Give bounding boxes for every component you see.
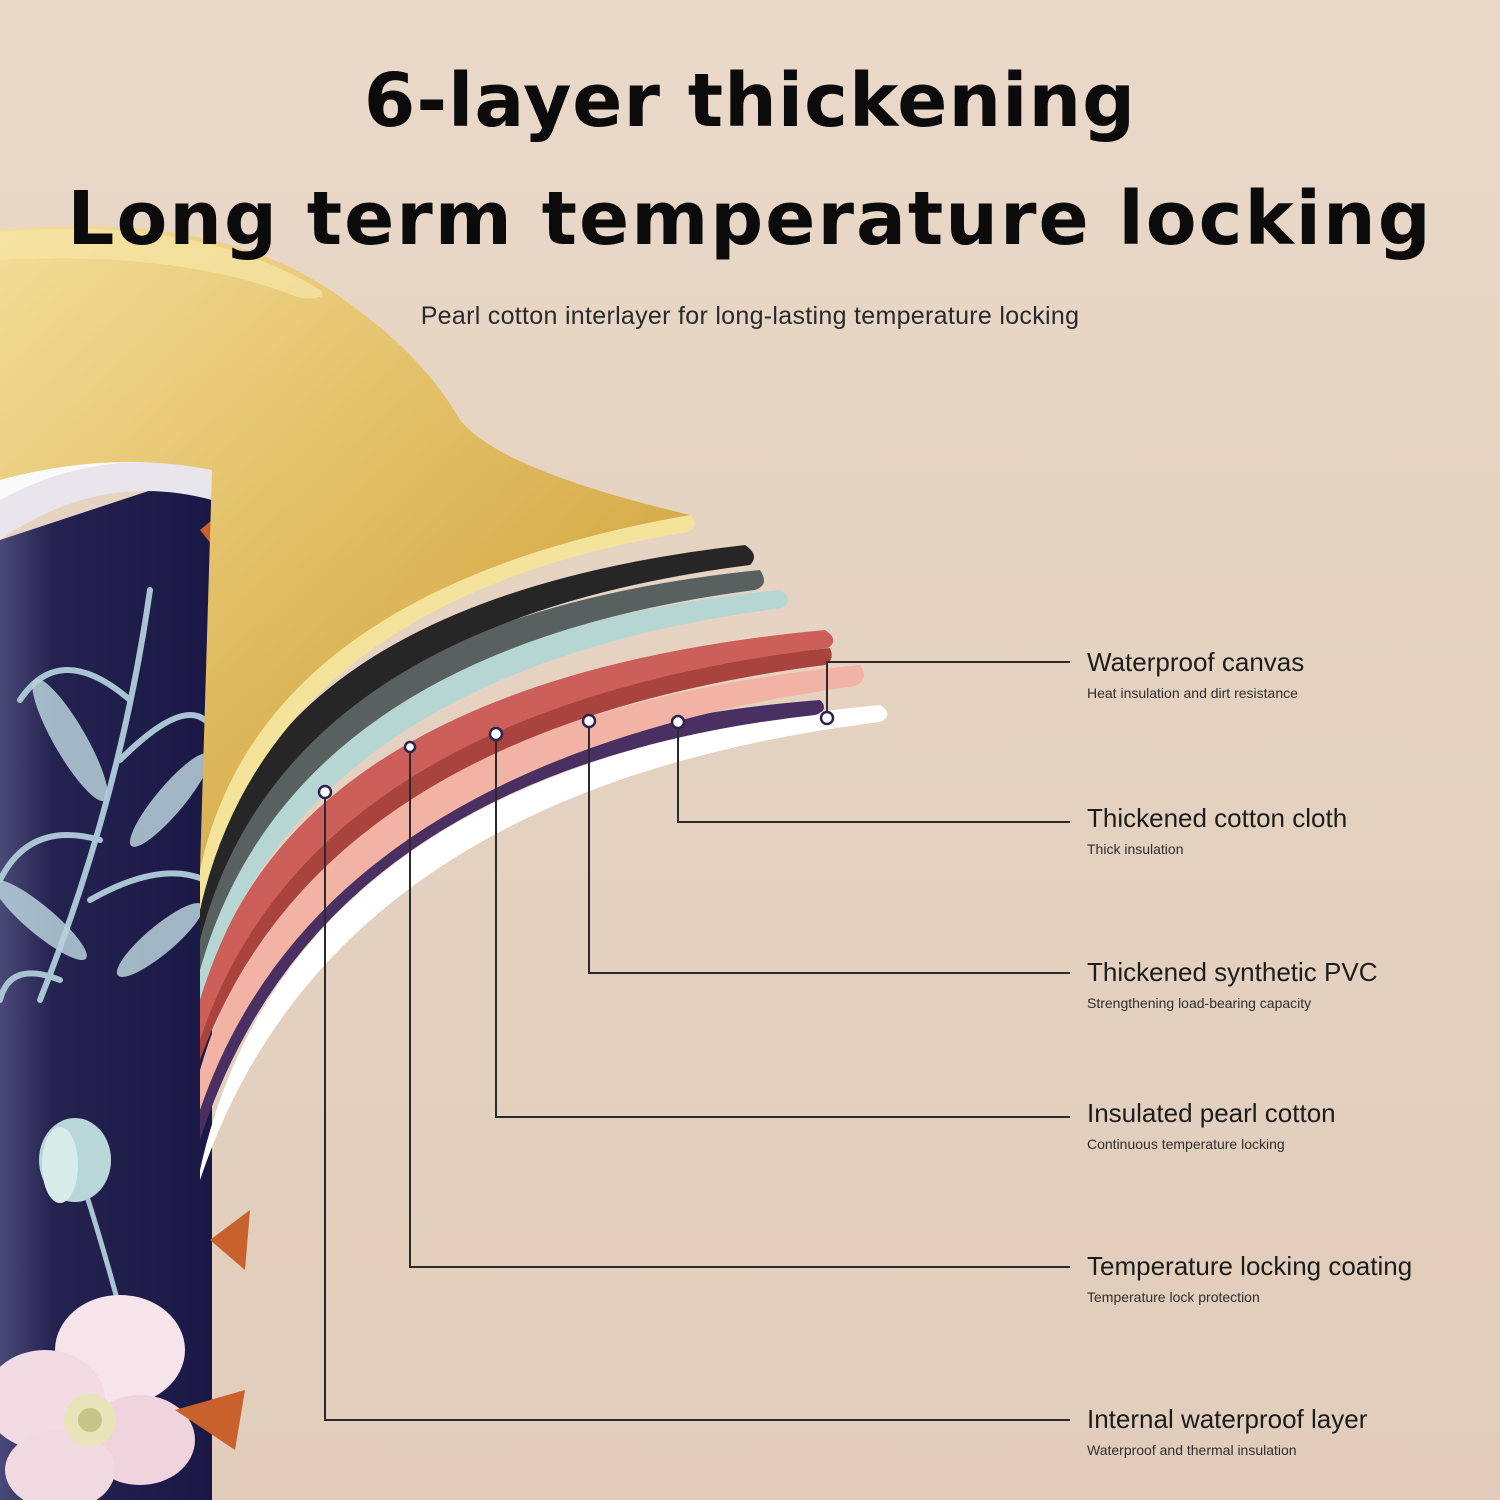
layer-cream — [200, 515, 695, 910]
layer-red — [200, 630, 834, 1040]
marker-6 — [317, 784, 333, 800]
autumn-leaf-print — [175, 520, 250, 1450]
layer-description: Heat insulation and dirt resistance — [1087, 685, 1298, 701]
layer-black — [200, 545, 754, 940]
leader-line-1 — [826, 661, 1070, 718]
layer-description: Continuous temperature locking — [1087, 1136, 1285, 1152]
layer-description: Thick insulation — [1087, 841, 1184, 857]
layer-name: Insulated pearl cotton — [1087, 1098, 1336, 1128]
layer-description: Waterproof and thermal insulation — [1087, 1442, 1297, 1458]
layer-name: Waterproof canvas — [1087, 647, 1305, 677]
layer-mint — [200, 590, 789, 1000]
leader-line-5 — [409, 747, 1070, 1268]
title-line-1: 6-layer thickening — [363, 58, 1137, 144]
layer-description: Temperature lock protection — [1087, 1289, 1260, 1305]
callout-waterproof-canvas: Waterproof canvas Heat insulation and di… — [1087, 647, 1487, 701]
marker-4 — [488, 726, 504, 742]
cooler-bag-body — [0, 445, 250, 1500]
layer-brick — [200, 648, 832, 1060]
leader-line-6 — [324, 792, 1070, 1421]
layer-description: Strengthening load-bearing capacity — [1087, 995, 1312, 1011]
layer-name: Thickened synthetic PVC — [1087, 957, 1378, 987]
leader-lines — [324, 661, 1070, 1421]
layer-gray — [200, 570, 764, 970]
marker-2 — [670, 714, 686, 730]
layer-pink — [200, 665, 864, 1110]
leader-line-4 — [495, 734, 1070, 1118]
layer-name: Internal waterproof layer — [1087, 1404, 1368, 1434]
marker-1 — [819, 710, 835, 726]
fabric-layers — [0, 226, 888, 1180]
title-line-2: Long term temperature locking — [67, 176, 1433, 262]
leader-line-2 — [677, 722, 1070, 823]
layer-gold — [0, 226, 690, 870]
flower-print — [0, 1295, 195, 1500]
subtitle: Pearl cotton interlayer for long-lasting… — [420, 302, 1080, 330]
callout-insulated-pearl-cotton: Insulated pearl cotton Continuous temper… — [1087, 1098, 1487, 1152]
callout-thickened-synthetic-pvc: Thickened synthetic PVC Strengthening lo… — [1087, 957, 1487, 1011]
leader-markers — [317, 710, 835, 800]
leader-line-3 — [588, 721, 1070, 974]
marker-3 — [581, 713, 597, 729]
marker-5 — [403, 740, 417, 754]
layer-name: Thickened cotton cloth — [1087, 803, 1348, 833]
layer-white — [200, 705, 888, 1180]
layer-name: Temperature locking coating — [1087, 1251, 1413, 1281]
callout-temperature-locking-coating: Temperature locking coating Temperature … — [1087, 1251, 1487, 1305]
callout-internal-waterproof-layer: Internal waterproof layer Waterproof and… — [1087, 1404, 1487, 1458]
callout-thickened-cotton-cloth: Thickened cotton cloth Thick insulation — [1087, 803, 1487, 857]
